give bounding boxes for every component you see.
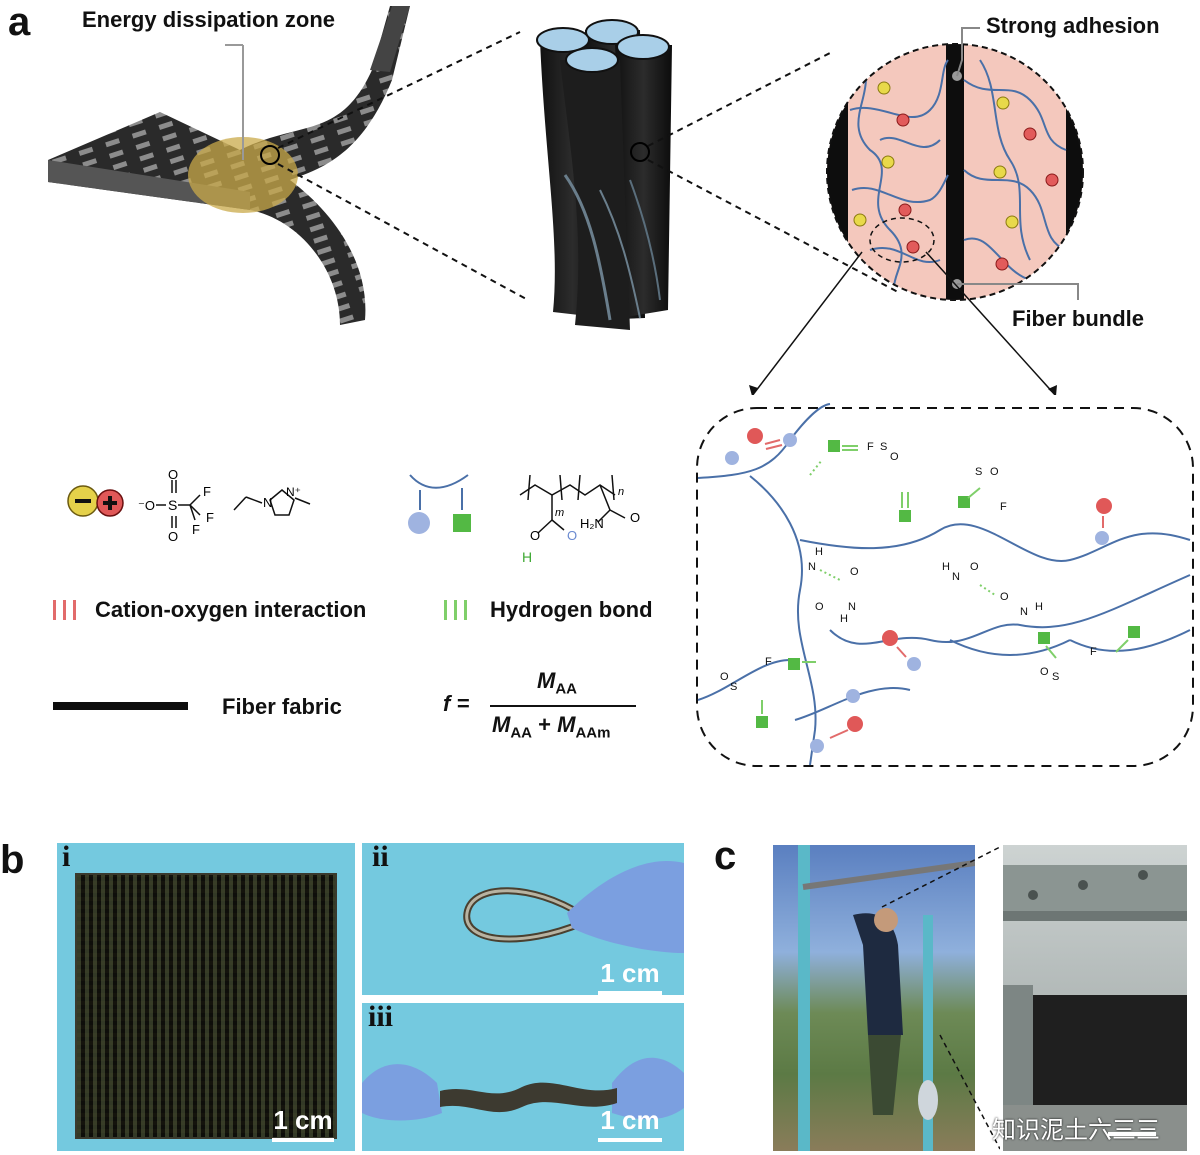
formula-den-m2: M: [557, 712, 576, 737]
formula-den-m1: M: [492, 712, 511, 737]
chem-m: m: [555, 507, 564, 519]
svg-text:O: O: [850, 566, 859, 578]
legend-cation-oxygen: Cation-oxygen interaction: [95, 597, 367, 622]
label-energy-dissipation-zone: Energy dissipation zone: [82, 7, 336, 32]
chem-nsub: n: [618, 486, 624, 498]
formula-num-m: M: [537, 668, 556, 693]
svg-text:N: N: [1020, 606, 1028, 618]
label-strong-adhesion: Strong adhesion: [986, 13, 1160, 38]
formula-den-sub2: AAm: [575, 724, 611, 742]
chem-s: S: [168, 497, 177, 513]
photo-c-connector: [881, 846, 1000, 1150]
legend-fiber-fabric: Fiber fabric: [222, 694, 342, 719]
label-b-i: i: [62, 840, 71, 873]
chem-f3: F: [192, 522, 200, 537]
svg-text:S: S: [730, 681, 737, 693]
panel-label-b: b: [0, 838, 25, 882]
magnified-interface-circle: [826, 27, 1084, 301]
svg-text:F: F: [1090, 646, 1097, 658]
svg-text:O: O: [1000, 591, 1009, 603]
svg-text:S: S: [975, 466, 982, 478]
carbon-fabric-sample: [77, 875, 335, 1137]
chem-o-amide: O: [630, 510, 640, 525]
chem-anion-o: ⁻O: [138, 498, 155, 513]
scale-bar-b-ii: 1 cm: [598, 958, 662, 995]
formula-numerator: MAA: [537, 668, 577, 697]
fabric-peel-illustration: [48, 6, 410, 325]
label-b-ii: ii: [372, 840, 389, 873]
formula-plus: +: [538, 712, 551, 737]
chem-n1: N: [263, 495, 272, 510]
formula-num-sub: AA: [555, 680, 577, 698]
svg-text:S: S: [1052, 671, 1059, 683]
twisted-yarn-illustration: [536, 19, 672, 330]
photo-b-iii: [362, 1003, 684, 1151]
svg-text:N: N: [952, 571, 960, 583]
svg-text:H: H: [815, 546, 823, 558]
formula-denominator: MAA + MAAm: [492, 712, 610, 741]
legend-hydrogen-bond: Hydrogen bond: [490, 597, 653, 622]
chem-h2n: H₂N: [580, 516, 604, 531]
svg-text:N: N: [848, 601, 856, 613]
svg-text:F: F: [1000, 501, 1007, 513]
svg-text:H: H: [1035, 601, 1043, 613]
chem-o1: O: [168, 467, 178, 482]
svg-text:F: F: [867, 441, 874, 453]
svg-text:H: H: [942, 561, 950, 573]
svg-text:O: O: [890, 451, 899, 463]
svg-text:N: N: [808, 561, 816, 573]
scale-label-b-ii: 1 cm: [600, 958, 660, 988]
chem-h-green: H: [522, 549, 532, 565]
scale-bar-c: [1108, 1132, 1156, 1136]
formula-den-sub1: AA: [510, 724, 532, 742]
scale-label-b-i: 1 cm: [273, 1105, 333, 1135]
scale-bar-b-iii: 1 cm: [598, 1105, 662, 1142]
formula-f: f =: [443, 691, 470, 716]
legend-chemistry: ⁻O S O O F F F N N⁺ m n O O H H₂N O: [53, 467, 640, 710]
fiber-fabric-marker: [53, 702, 188, 710]
photo-b-ii: [362, 843, 684, 995]
svg-text:S: S: [880, 441, 887, 453]
schematic-top: [48, 6, 1084, 395]
chem-o2: O: [168, 529, 178, 544]
svg-text:O: O: [815, 601, 824, 613]
label-fiber-bundle: Fiber bundle: [1012, 306, 1144, 331]
svg-text:O: O: [990, 466, 999, 478]
cation-oxygen-marker: [53, 600, 76, 620]
chem-n2: N⁺: [286, 485, 301, 499]
photo-b-i: [57, 843, 355, 1151]
chem-f1: F: [203, 484, 211, 499]
panel-label-a: a: [8, 0, 31, 44]
scale-bar-b-i: 1 cm: [272, 1105, 334, 1142]
photo-c-closeup: [1003, 845, 1187, 1151]
label-b-iii: iii: [368, 1000, 394, 1033]
svg-text:O: O: [1040, 666, 1049, 678]
watermark-text: 知识泥土六三三: [992, 1116, 1160, 1144]
svg-text:O: O: [720, 671, 729, 683]
svg-text:O: O: [970, 561, 979, 573]
chem-o-acid: O: [530, 528, 540, 543]
chem-f2: F: [206, 510, 214, 525]
hydrogen-bond-marker: [444, 600, 467, 620]
scale-label-b-iii: 1 cm: [600, 1105, 660, 1135]
svg-text:H: H: [840, 613, 848, 625]
panel-label-c: c: [714, 834, 737, 878]
svg-text:F: F: [765, 656, 772, 668]
photo-c-pullup: [773, 845, 975, 1151]
chem-o-blue: O: [567, 528, 577, 543]
